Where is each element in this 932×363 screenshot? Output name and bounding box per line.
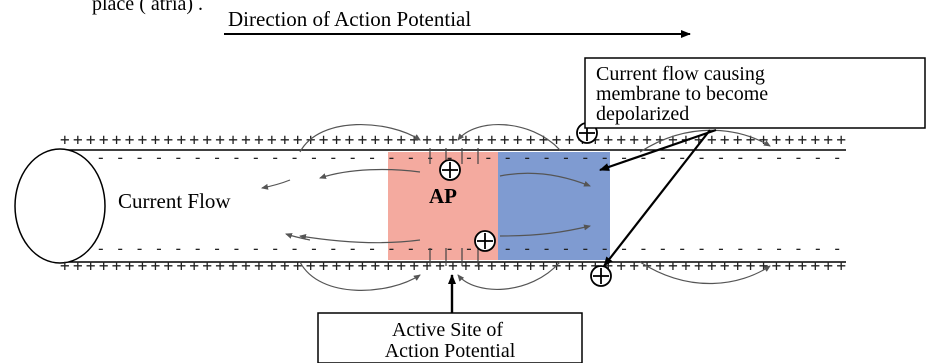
callout-arrow-to-outer-charge — [603, 129, 711, 267]
outer-plus-row-bottom: ++++++++++++++++++++++++++++++++++++++++… — [60, 256, 846, 275]
depolarizing-zone — [498, 152, 610, 260]
direction-label: Direction of Action Potential — [228, 7, 471, 31]
plus-charge-inner-bottom — [474, 230, 496, 252]
current-flow-label: Current Flow — [118, 189, 231, 213]
plus-charge-inner-top — [439, 159, 461, 181]
active-site-text: Active Site of Action Potential — [385, 319, 516, 362]
local-current-arrows — [261, 123, 771, 291]
axon-end-cap — [14, 148, 106, 264]
outer-plus-row-top: ++++++++++++++++++++++++++++++++++++++++… — [60, 130, 846, 149]
top-text-fragment: place ( atria) . — [92, 0, 203, 15]
plus-charge-outer-bottom — [590, 265, 612, 287]
inner-minus-row-top: - - - - - - - - - - - - - - - - - - - - … — [96, 148, 842, 167]
inner-minus-row-bottom: - - - - - - - - - - - - - - - - - - - - … — [96, 239, 842, 258]
callout-box — [584, 57, 926, 129]
ap-label: AP — [429, 184, 457, 208]
callout-arrow-to-zone — [599, 128, 717, 172]
callout-text: Current flow causing membrane to become … — [596, 63, 773, 125]
active-site-box — [317, 312, 583, 363]
